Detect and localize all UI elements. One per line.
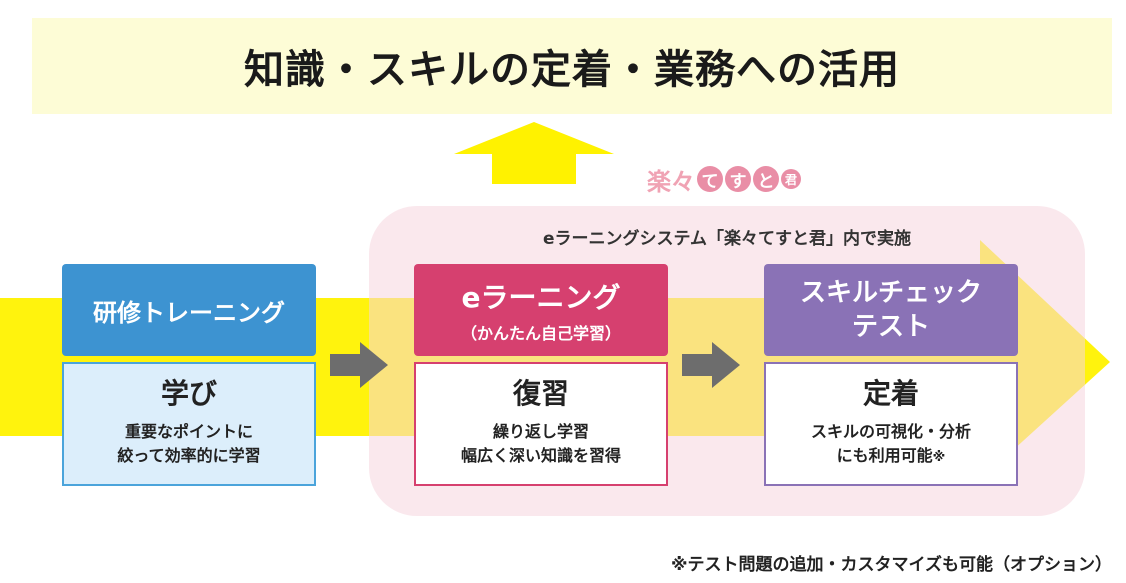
logo-char-te: て bbox=[697, 166, 723, 192]
training-card-title: 研修トレーニング bbox=[93, 298, 285, 327]
elearning-card-subtitle: （かんたん自己学習） bbox=[460, 324, 621, 343]
footnote: ※テスト問題の追加・カスタマイズも可能（オプション） bbox=[670, 555, 1112, 575]
up-arrow-icon bbox=[454, 122, 614, 184]
step-arrow-icon bbox=[682, 342, 740, 388]
note-mark: ※ bbox=[932, 450, 946, 465]
logo-kanji: 楽々 bbox=[647, 167, 695, 196]
training-body-line: 絞って効率的に学習 bbox=[117, 446, 261, 465]
elearning-card-header: eラーニング （かんたん自己学習） bbox=[414, 264, 668, 356]
training-body-line: 重要なポイントに bbox=[124, 422, 253, 441]
skill-test-card-title-line: テスト bbox=[851, 312, 930, 342]
training-card-header: 研修トレーニング bbox=[62, 264, 316, 356]
step-arrow-icon bbox=[330, 342, 388, 388]
logo-char-to: と bbox=[753, 166, 779, 192]
skill-test-body-line-text: にも利用可能 bbox=[836, 446, 933, 465]
elearning-body-line: 繰り返し学習 bbox=[492, 422, 589, 441]
skill-test-card-body: 定着 スキルの可視化・分析 にも利用可能※ bbox=[764, 362, 1018, 486]
elearning-body-line: 幅広く深い知識を習得 bbox=[460, 446, 621, 465]
skill-test-card-header: スキルチェック テスト bbox=[764, 264, 1018, 356]
training-body-title: 学び bbox=[160, 377, 217, 410]
system-note: eラーニングシステム「楽々てすと君」内で実施 bbox=[542, 229, 912, 249]
elearning-card-title: eラーニング bbox=[461, 281, 621, 314]
skill-test-card-title-line: スキルチェック bbox=[799, 278, 982, 308]
logo-char-su: す bbox=[725, 166, 751, 192]
page-title: 知識・スキルの定着・業務への活用 bbox=[244, 47, 900, 93]
elearning-card-body: 復習 繰り返し学習 幅広く深い知識を習得 bbox=[414, 362, 668, 486]
skill-test-body-line: にも利用可能※ bbox=[811, 444, 971, 470]
skill-test-body-line: スキルの可視化・分析 bbox=[810, 422, 971, 441]
title-banner: 知識・スキルの定着・業務への活用 bbox=[32, 18, 1112, 114]
skill-test-body-title: 定着 bbox=[862, 377, 919, 410]
elearning-body-title: 復習 bbox=[512, 377, 569, 410]
training-card-body: 学び 重要なポイントに 絞って効率的に学習 bbox=[62, 362, 316, 486]
logo-char-kun: 君 bbox=[781, 169, 801, 189]
brand-logo: 楽々 て す と 君 bbox=[647, 162, 801, 196]
